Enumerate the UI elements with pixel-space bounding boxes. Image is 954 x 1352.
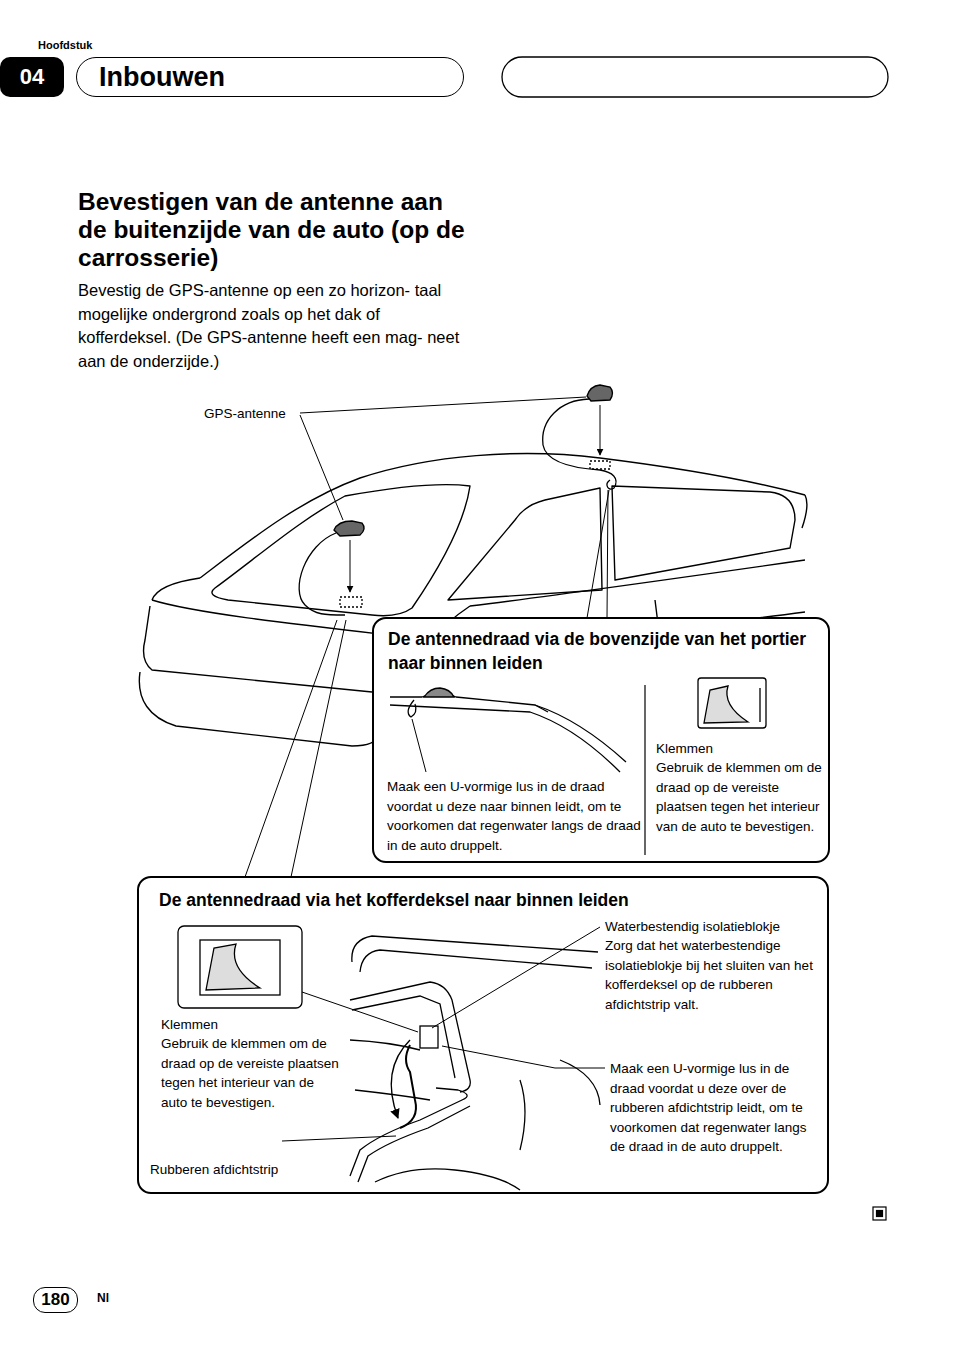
trunk-detail [432, 927, 600, 1028]
car-drawing [212, 484, 470, 615]
note-text: Maak een U-vormige lus in de draad voord… [610, 1059, 822, 1157]
leader-line [245, 620, 337, 877]
roof-detail [704, 686, 748, 723]
chapter-title-tab: Inbouwen [76, 57, 464, 97]
chapter-caption: Hoofdstuk [38, 38, 158, 52]
gps-antenna [299, 385, 616, 615]
roof-detail [390, 705, 620, 772]
chapter-title: Inbouwen [99, 62, 225, 93]
gps-antenna [350, 540, 351, 592]
car-drawing [470, 560, 805, 606]
car-drawing [612, 486, 795, 580]
section-heading: Bevestigen van de antenne aan de buitenz… [78, 188, 470, 272]
gps-antenna [340, 597, 362, 607]
chapter-number: 04 [0, 57, 64, 97]
gps-antenna [587, 385, 613, 401]
roof-detail [424, 688, 454, 697]
car-drawing [152, 578, 200, 600]
header-tab [502, 57, 888, 97]
trunk-detail [442, 1046, 605, 1068]
trunk-detail [282, 1136, 396, 1141]
callout-ground [372, 617, 830, 863]
leader-line [291, 620, 346, 877]
note-text: Zorg dat het waterbestendige isolatieblo… [605, 936, 823, 1014]
callout-ground [137, 876, 829, 1194]
gps-antenna [334, 521, 364, 536]
end-mark [873, 1207, 886, 1220]
roof-detail [412, 719, 426, 772]
gps-antenna [299, 533, 345, 615]
trunk-detail [391, 1040, 410, 1118]
body-text: Bevestig de GPS-antenne op een zo horizo… [78, 279, 470, 373]
page-number: 180 [41, 1290, 69, 1310]
leader-line [300, 397, 586, 413]
car-drawing [200, 454, 805, 578]
trunk-detail [350, 1088, 467, 1176]
leader-line [607, 490, 608, 618]
page-number-box: 180 [33, 1287, 78, 1313]
leader-line [587, 490, 609, 618]
car-drawing [448, 488, 602, 600]
gps-antenna [590, 461, 610, 469]
trunk-detail [206, 944, 260, 990]
trunk-detail [200, 940, 280, 995]
trunk-detail [302, 992, 418, 1032]
trunk-detail [400, 1045, 416, 1128]
part-label: Klemmen [161, 1015, 281, 1035]
header-tab [502, 57, 888, 97]
part-label: Waterbestendig isolatieblokje [605, 917, 823, 937]
note-text: Gebruik de klemmen om de draad op de ver… [161, 1034, 341, 1112]
roof-detail [759, 688, 760, 722]
trunk-detail [420, 1026, 438, 1048]
part-label: GPS-antenne [204, 405, 300, 422]
roof-detail [644, 685, 645, 855]
trunk-detail [375, 1169, 520, 1190]
car-drawing [144, 606, 372, 692]
trunk-detail [560, 1060, 600, 1105]
roof-detail [408, 700, 416, 717]
panel-heading: De antennedraad via het kofferdeksel naa… [159, 888, 799, 912]
part-label: Klemmen [656, 739, 776, 759]
chapter-number-text: 04 [20, 64, 44, 90]
car-drawing [139, 672, 380, 746]
note-text: Maak een U-vormige lus in de draad voord… [387, 777, 643, 855]
car-drawing [802, 495, 807, 528]
panel-heading: De antennedraad via de bovenzijde van he… [388, 627, 820, 675]
end-mark [873, 1207, 886, 1220]
end-mark [877, 1211, 883, 1217]
language-code: Nl [97, 1291, 137, 1306]
gps-antenna [543, 399, 616, 489]
part-label: Rubberen afdichtstrip [150, 1160, 320, 1180]
roof-detail [698, 678, 766, 728]
roof-detail [535, 705, 548, 712]
note-text: Gebruik de klemmen om de draad op de ver… [656, 758, 824, 836]
leader-line [300, 415, 343, 520]
roof-detail [390, 694, 626, 763]
gps-antenna [600, 405, 601, 455]
trunk-detail [178, 926, 302, 1008]
trunk-detail [352, 996, 455, 1078]
callout-ground [137, 617, 830, 1194]
trunk-detail [520, 1080, 525, 1150]
